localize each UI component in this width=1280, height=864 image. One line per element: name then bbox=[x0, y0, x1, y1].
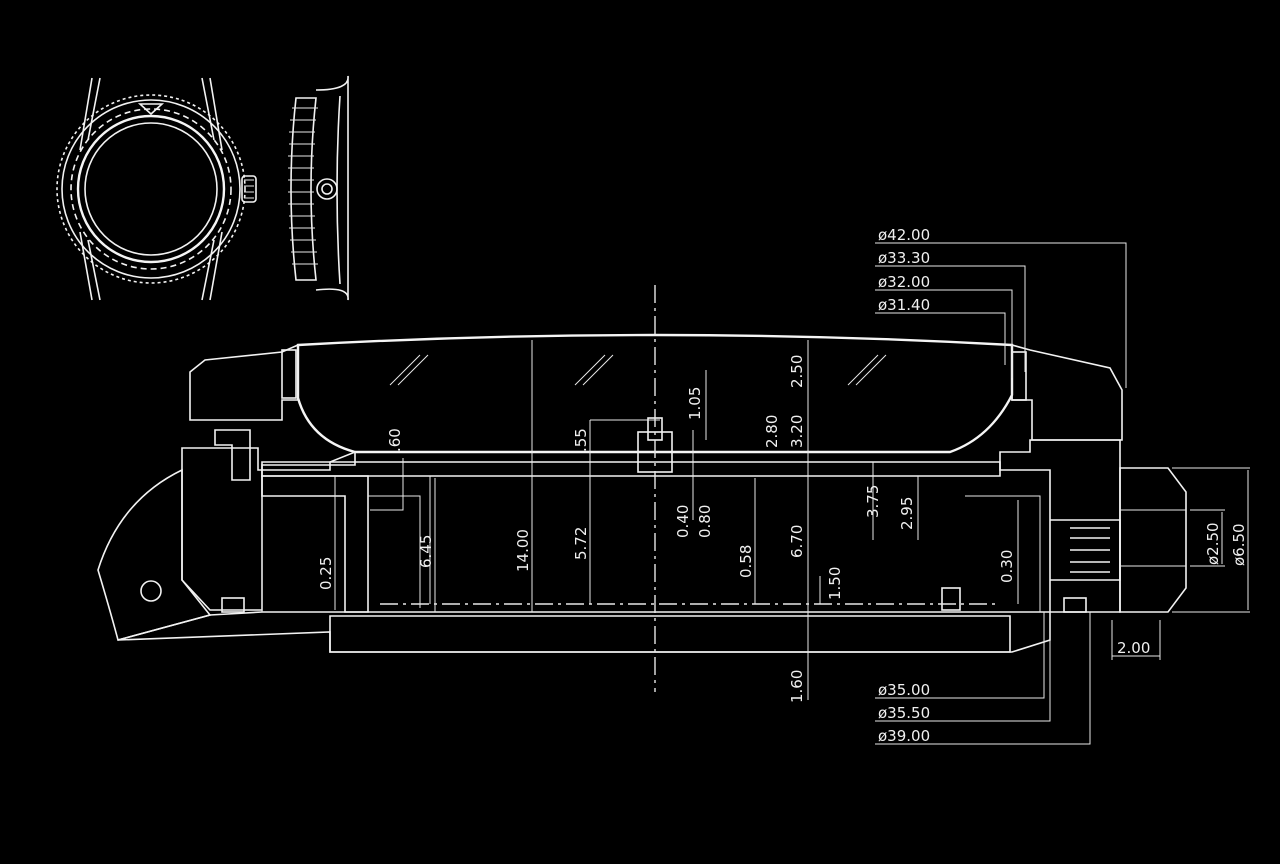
dim-label: ø31.40 bbox=[878, 296, 930, 314]
dim-label: ø33.30 bbox=[878, 249, 930, 267]
dim-label: ø42.00 bbox=[878, 226, 930, 244]
dim-label: 14.00 bbox=[514, 529, 532, 572]
dim-label: .55 bbox=[572, 428, 590, 452]
dim-label: ø39.00 bbox=[878, 727, 930, 745]
dim-label: 2.00 bbox=[1117, 639, 1150, 657]
dim-label: 0.58 bbox=[737, 545, 755, 578]
dim-label: 2.80 bbox=[763, 415, 781, 448]
watch-side-view bbox=[288, 75, 349, 301]
dim-label: 2.50 bbox=[788, 355, 806, 388]
dim-label: 6.70 bbox=[788, 525, 806, 558]
dim-label: ø35.00 bbox=[878, 681, 930, 699]
dim-label: 1.05 bbox=[686, 387, 704, 420]
dim-label: 0.30 bbox=[998, 550, 1016, 583]
dim-label: ø2.50 bbox=[1204, 522, 1222, 565]
dim-label: ø32.00 bbox=[878, 273, 930, 291]
dim-label: .60 bbox=[386, 428, 404, 452]
case-cross-section bbox=[97, 285, 1187, 692]
dim-label: 0.40 bbox=[674, 505, 692, 538]
dim-label: ø6.50 bbox=[1230, 523, 1248, 566]
dim-label: 2.95 bbox=[898, 497, 916, 530]
dim-label: 3.75 bbox=[864, 485, 882, 518]
vertical-dimension-labels: 2.50 2.80 3.20 1.05 .60 .55 6.45 14.00 5… bbox=[317, 355, 1016, 703]
bottom-diameter-labels: ø35.00 ø35.50 ø39.00 bbox=[878, 681, 930, 745]
dimension-lines bbox=[334, 242, 1250, 745]
dim-label: 0.80 bbox=[696, 505, 714, 538]
dim-label: 0.25 bbox=[317, 557, 335, 590]
dim-label: 6.45 bbox=[417, 535, 435, 568]
dim-label: 5.72 bbox=[572, 527, 590, 560]
dim-label: 1.60 bbox=[788, 670, 806, 703]
dim-label: 3.20 bbox=[788, 415, 806, 448]
dim-label: 1.50 bbox=[826, 567, 844, 600]
watch-front-view bbox=[56, 77, 257, 301]
crown-dimension-labels: ø2.50 ø6.50 2.00 bbox=[1117, 522, 1248, 657]
dim-label: ø35.50 bbox=[878, 704, 930, 722]
top-diameter-labels: ø42.00 ø33.30 ø32.00 ø31.40 bbox=[878, 226, 930, 314]
